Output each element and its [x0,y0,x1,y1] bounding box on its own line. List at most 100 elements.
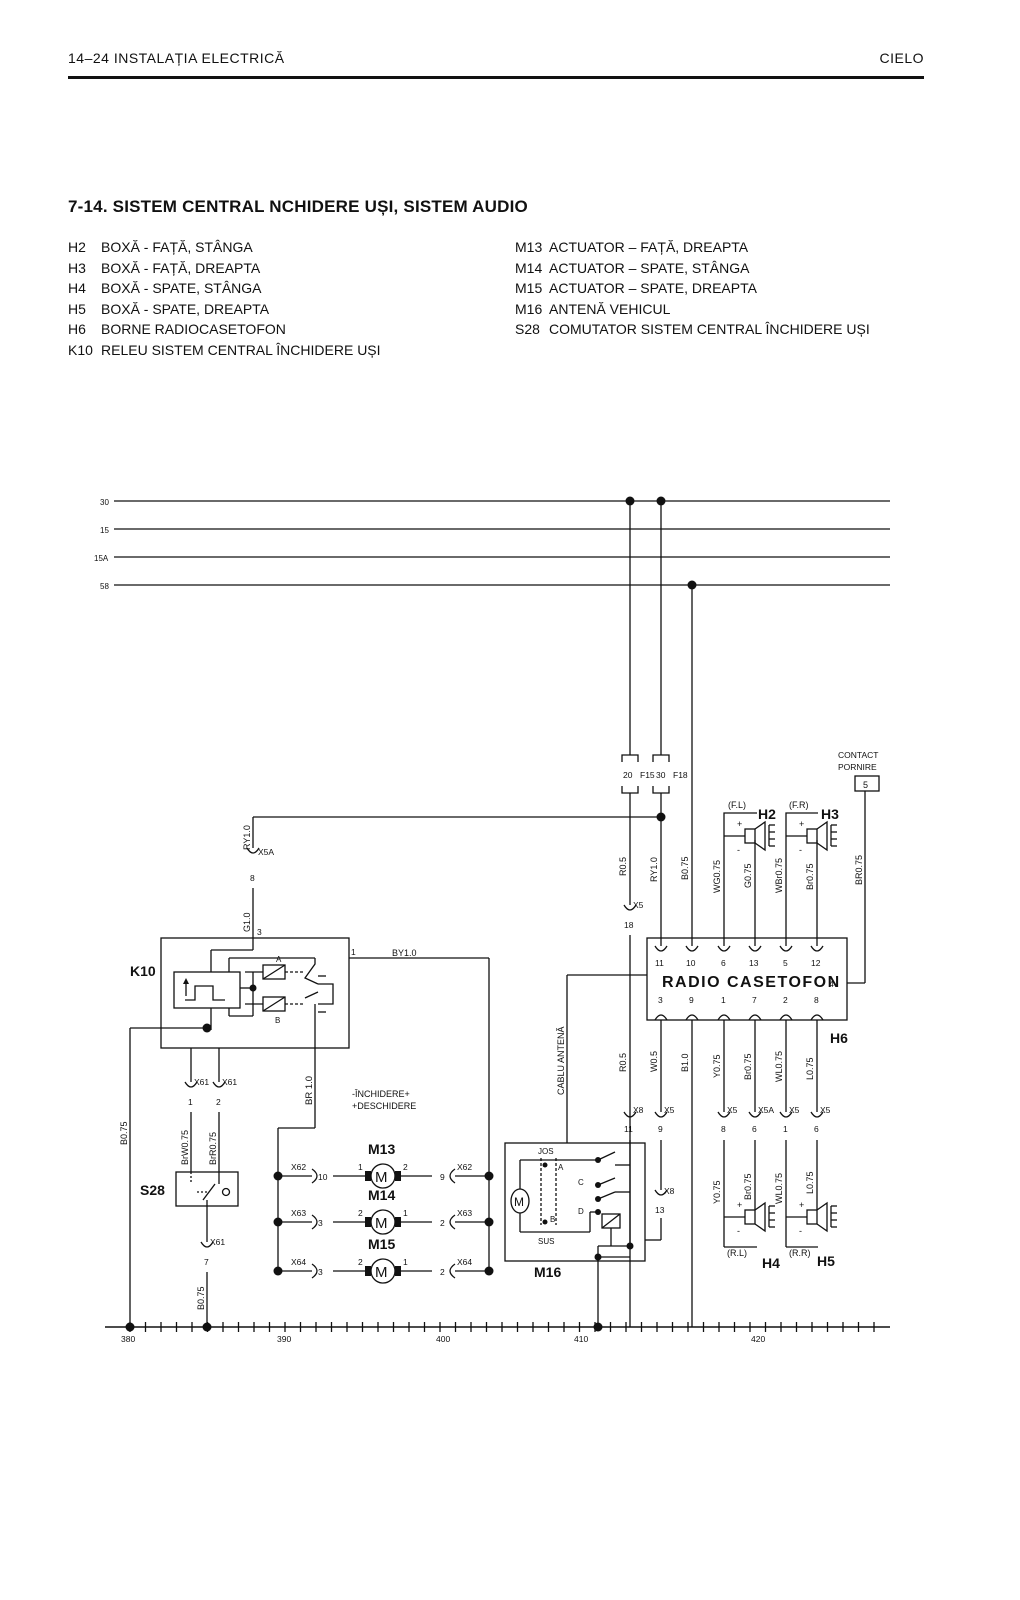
svg-text:1: 1 [403,1257,408,1267]
connector-x8 [654,1189,668,1196]
bus-label-15a: 15A [94,554,109,563]
radio-box [646,937,848,1021]
wire-label-br075: Br0.75 [743,1173,753,1200]
page-title: 7-14. SISTEM CENTRAL NCHIDERE UȘI, SISTE… [68,197,528,216]
svg-text:JOS: JOS [538,1147,554,1156]
svg-text:11: 11 [624,1124,633,1134]
svg-text:(F.L): (F.L) [728,800,746,810]
svg-text:1: 1 [783,1124,788,1134]
svg-text:X5: X5 [727,1105,738,1115]
radio-pin-label: 9 [689,995,694,1005]
bus-label-30: 30 [100,498,109,507]
motor-icon: M [375,1215,388,1232]
svg-text:30: 30 [656,770,666,780]
k10-box [160,937,350,1049]
junction-dot [593,1322,603,1332]
svg-text:X8: X8 [664,1186,675,1196]
speaker-icon: +- [786,819,837,855]
wire-label-b075: B0.75 [680,856,690,880]
radio-pin-label: 11 [655,958,664,968]
radio-pin-label: 13 [749,958,759,968]
k10-timer-block [173,971,241,1009]
wire-label-by10: BY1.0 [392,948,417,958]
wire-label-g10: G1.0 [242,912,252,932]
scale-label: 380 [121,1334,135,1344]
connector-x5 [779,1111,793,1118]
radio-pin-label: 12 [811,958,821,968]
legend-text: BOXĂ - SPATE, STÂNGA [101,280,262,296]
wire-label-br075: Br0.75 [743,1053,753,1080]
radio-pin-socket [717,945,731,952]
antenna-cable-label: CABLU ANTENĂ [556,1026,566,1095]
m16-label: M16 [534,1264,561,1280]
radio-pin-label: 1 [721,995,726,1005]
legend-code: H3 [68,259,86,276]
radio-pin-label: 5 [783,958,788,968]
wire-label-l075: L0.75 [805,1057,815,1080]
legend-code: H6 [68,321,86,337]
radio-pin-socket [748,1014,762,1021]
bus-label-15: 15 [100,526,109,535]
svg-text:X5A: X5A [258,847,274,857]
svg-text:2: 2 [403,1162,408,1172]
svg-text:13: 13 [655,1205,665,1215]
command-label: -ÎNCHIDERE+ [352,1089,410,1099]
svg-text:1: 1 [351,947,356,957]
svg-text:2: 2 [440,1218,445,1228]
wire-label-ry10: RY1.0 [649,857,659,882]
svg-text:F18: F18 [673,770,688,780]
svg-text:A: A [276,955,282,964]
legend-item: H6 BORNE RADIOCASETOFON [68,319,381,340]
svg-text:X5: X5 [664,1105,675,1115]
legend-text: BORNE RADIOCASETOFON [101,321,286,337]
svg-text:9: 9 [658,1124,663,1134]
radio-pin-label: 2 [783,995,788,1005]
svg-text:X64: X64 [291,1257,306,1267]
svg-text:+: + [737,1200,742,1210]
svg-text:+: + [799,1200,804,1210]
svg-text:B: B [275,1016,280,1025]
radio-pin-socket [654,1014,668,1021]
svg-text:X5A: X5A [758,1105,774,1115]
svg-text:18: 18 [624,920,634,930]
svg-text:3: 3 [318,1267,323,1277]
svg-text:B: B [550,1215,555,1224]
radio-label: RADIO CASETOFON [662,974,841,991]
radio-pin-socket [779,945,793,952]
connector-x8 [623,1111,637,1118]
motor-icon: M [375,1169,388,1186]
wire-label-br075: BR0.75 [854,855,864,885]
h2-label: H2 [758,806,776,822]
legend-code: S28 [515,321,540,337]
command-label: +DESCHIDERE [352,1101,416,1111]
svg-text:C: C [578,1178,584,1187]
contact-pin: 5 [863,780,868,790]
wire-label-brr075: BrR0.75 [208,1132,218,1165]
radio-pin-socket [810,1014,824,1021]
wire-label-b075: B0.75 [196,1286,206,1310]
connector-x5 [717,1111,731,1118]
svg-text:10: 10 [318,1172,328,1182]
svg-text:D: D [578,1207,584,1216]
speaker-icon: +- [786,1200,837,1236]
radio-pin-socket [748,945,762,952]
radio-pin-socket [779,1014,793,1021]
wire-label-r05: R0.5 [618,1053,628,1072]
wire-label-l075: L0.75 [805,1171,815,1194]
svg-text:(R.L): (R.L) [727,1248,747,1258]
svg-text:SUS: SUS [538,1237,554,1246]
svg-text:X62: X62 [457,1162,472,1172]
radio-pin-socket [654,945,668,952]
h5-label: H5 [817,1253,835,1269]
bus-label-58: 58 [100,582,109,591]
svg-text:-: - [799,845,802,855]
legend-text: BOXĂ - FAȚĂ, STÂNGA [101,239,253,255]
